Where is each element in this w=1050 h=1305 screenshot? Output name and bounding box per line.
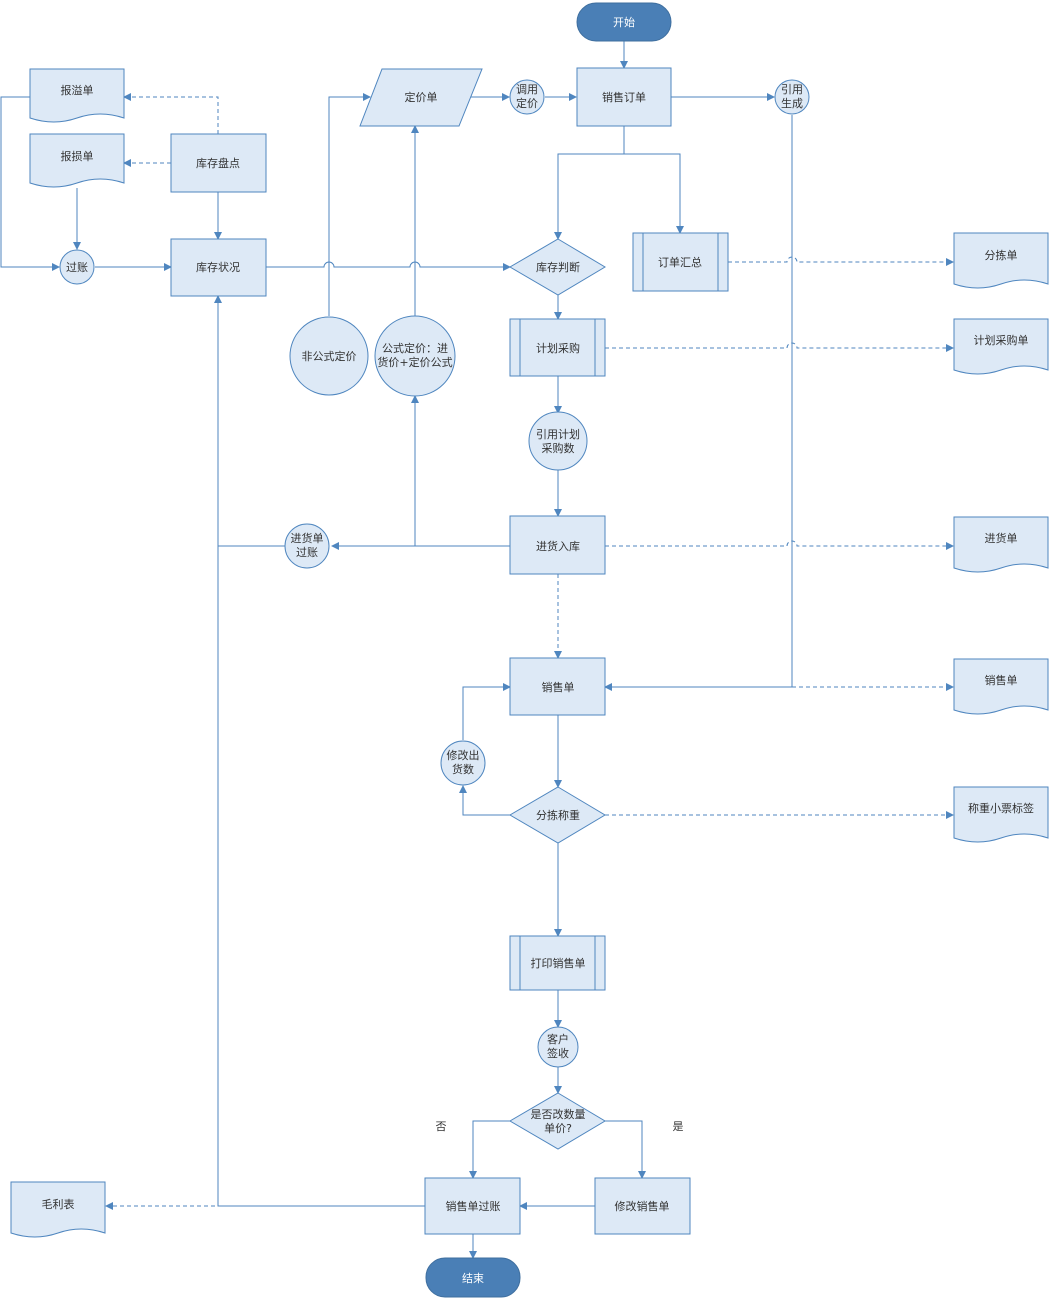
sales-output-document-label: 销售单	[985, 673, 1018, 687]
stocktake-label: 库存盘点	[196, 156, 240, 170]
post-label: 过账	[66, 261, 88, 274]
nonformula-price-label: 非公式定价	[302, 349, 357, 363]
edge-sales-order-to-summary	[624, 153, 684, 234]
nonformula-price-connector: 非公式定价	[289, 316, 369, 396]
purchase-in-label: 进货入库	[536, 539, 580, 553]
formula-price-connector: 公式定价：进 货价+定价公式	[374, 315, 456, 397]
loss-document-label: 报损单	[61, 149, 94, 163]
print-sales-label: 打印销售单	[531, 956, 586, 970]
end-label: 结束	[462, 1272, 484, 1285]
ref-gen-label-line2: 生成	[781, 96, 803, 110]
ref-plan-qty-label-line1: 引用计划	[536, 427, 580, 441]
modify-sales-process: 修改销售单	[594, 1177, 691, 1235]
formula-price-label-line2: 货价+定价公式	[377, 355, 452, 369]
sales-order-process: 销售订单	[576, 67, 672, 127]
change-decision-label-line2: 单价?	[544, 1122, 572, 1135]
plan-purchase-document-label: 计划采购单	[974, 333, 1029, 347]
edge-modify-qty-to-sales-doc	[462, 683, 511, 740]
ref-gen-label-line1: 引用	[781, 82, 803, 96]
ref-plan-qty-connector: 引用计划 采购数	[528, 411, 588, 471]
customer-sign-label-line1: 客户	[547, 1032, 569, 1046]
gross-profit-document: 毛利表	[10, 1181, 106, 1238]
pick-document-label: 分拣单	[985, 248, 1018, 262]
purchase-document: 进货单	[953, 516, 1049, 573]
edge-inventory-to-stock-judge	[266, 261, 511, 271]
inventory-label: 库存状况	[196, 260, 240, 274]
customer-sign-connector: 客户 签收	[537, 1026, 579, 1068]
purchase-in-process: 进货入库	[509, 515, 606, 575]
edge-pick-weigh-to-modify-qty	[459, 785, 510, 816]
purchase-post-label-line1: 进货单	[291, 531, 324, 545]
loss-document: 报损单	[29, 133, 125, 188]
edge-sales-post-to-inventory	[214, 295, 425, 1207]
print-sales-process: 打印销售单	[509, 935, 606, 991]
sales-post-label: 销售单过账	[446, 1199, 501, 1213]
change-decision: 是否改数量 单价?	[509, 1092, 606, 1150]
plan-purchase-process: 计划采购	[509, 318, 606, 377]
order-summary-process: 订单汇总	[632, 232, 729, 292]
modify-sales-label: 修改销售单	[615, 1199, 670, 1213]
plan-purchase-label: 计划采购	[536, 341, 580, 355]
stocktake-process: 库存盘点	[170, 133, 267, 193]
weigh-label-document-label: 称重小票标签	[968, 801, 1034, 815]
edge-decision-no	[469, 1120, 510, 1179]
price-document: 定价单	[359, 68, 483, 127]
inventory-process: 库存状况	[170, 238, 267, 297]
change-decision-label-line1: 是否改数量	[531, 1107, 586, 1121]
yes-branch-label: 是	[673, 1120, 684, 1133]
call-price-label-line1: 调用	[516, 83, 538, 96]
modify-qty-label-line2: 货数	[452, 762, 474, 776]
sales-output-document: 销售单	[953, 658, 1049, 715]
call-price-connector: 调用 定价	[509, 79, 545, 115]
post-connector: 过账	[59, 249, 95, 285]
weigh-label-document: 称重小票标签	[953, 786, 1049, 843]
plan-purchase-document: 计划采购单	[953, 318, 1049, 375]
end-terminal: 结束	[425, 1257, 521, 1298]
edge-summary-to-pick-doc	[728, 256, 954, 266]
ref-gen-connector: 引用 生成	[774, 79, 810, 115]
pick-weigh-decision: 分拣称重	[509, 786, 606, 844]
purchase-post-connector: 进货单 过账	[284, 523, 330, 569]
gross-profit-label: 毛利表	[42, 1197, 75, 1211]
pick-weigh-label: 分拣称重	[536, 808, 580, 822]
price-document-label: 定价单	[405, 90, 438, 104]
edge-stocktake-to-overflow	[123, 93, 219, 134]
pick-document: 分拣单	[953, 232, 1049, 289]
no-branch-label: 否	[436, 1120, 447, 1133]
overflow-document: 报溢单	[29, 68, 125, 123]
edge-nonformula-to-price-doc	[328, 93, 371, 316]
order-summary-label: 订单汇总	[658, 255, 702, 269]
edge-purchase-in-to-formula	[411, 395, 510, 547]
sales-doc-process: 销售单	[509, 657, 606, 716]
edge-sales-order-to-stock-judge	[554, 126, 625, 240]
edge-decision-yes	[605, 1120, 646, 1179]
stock-judge-decision: 库存判断	[509, 238, 606, 296]
edge-ref-gen-to-sales-doc	[604, 115, 793, 691]
ref-plan-qty-label-line2: 采购数	[542, 441, 575, 455]
edge-overflow-to-post	[0, 96, 60, 271]
edge-purchase-in-to-purchase-doc	[605, 540, 954, 550]
sales-post-process: 销售单过账	[424, 1177, 521, 1235]
stock-judge-label: 库存判断	[536, 260, 580, 274]
sales-doc-label: 销售单	[542, 680, 575, 694]
purchase-post-label-line2: 过账	[296, 546, 318, 559]
connectors	[0, 41, 954, 1259]
modify-qty-connector: 修改出 货数	[440, 740, 486, 786]
call-price-label-line2: 定价	[516, 96, 538, 110]
overflow-document-label: 报溢单	[61, 83, 94, 97]
customer-sign-label-line2: 签收	[547, 1046, 569, 1060]
start-terminal: 开始	[576, 2, 672, 42]
modify-qty-label-line1: 修改出	[447, 748, 480, 762]
start-label: 开始	[613, 15, 635, 29]
edge-plan-to-plan-doc	[605, 342, 954, 352]
purchase-document-label: 进货单	[985, 531, 1018, 545]
formula-price-label-line1: 公式定价：进	[382, 341, 448, 355]
sales-order-label: 销售订单	[602, 90, 646, 104]
